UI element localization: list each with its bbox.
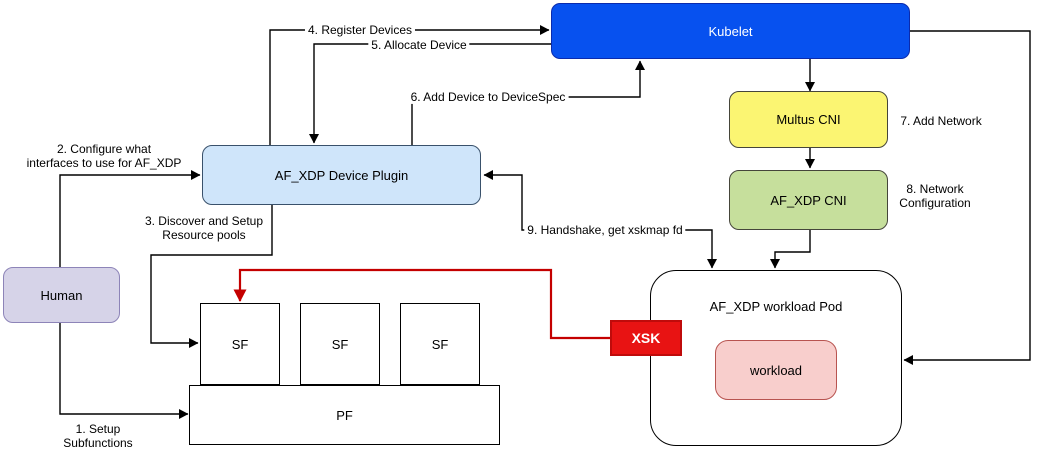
edge-label-step1: 1. Setup Subfunctions <box>60 421 136 449</box>
afxdp-cni-box: AF_XDP CNI <box>729 170 888 230</box>
xsk-label: XSK <box>631 330 661 346</box>
sf3-box: SF <box>400 303 480 385</box>
edge-setup-subfunctions <box>59 323 189 419</box>
edge-kubelet-to-pod <box>903 30 1031 365</box>
workload-label: workload <box>749 362 803 378</box>
edge-label-step7: 7. Add Network <box>897 113 985 129</box>
edge-label-step2: 2. Configure what interfaces to use for … <box>23 141 185 171</box>
edge-label-step8: 8. Network Configuration <box>896 181 974 211</box>
kubelet-label: Kubelet <box>708 23 753 39</box>
sf3-label: SF <box>431 336 449 352</box>
edge-afxdp-cni-to-pod <box>770 230 811 269</box>
edge-label-step9: 9. Handshake, get xskmap fd <box>524 222 686 238</box>
sf1-label: SF <box>231 336 249 352</box>
edge-label-step6: 6. Add Device to DeviceSpec <box>407 89 569 105</box>
edge-handshake-xskmap <box>483 170 717 269</box>
device-plugin-box: AF_XDP Device Plugin <box>202 145 481 205</box>
sf2-label: SF <box>331 336 349 352</box>
device-plugin-label: AF_XDP Device Plugin <box>274 167 409 183</box>
xsk-box: XSK <box>610 320 682 356</box>
human-label: Human <box>40 287 83 303</box>
edge-allocate-device <box>309 43 551 144</box>
workload-pod-label: AF_XDP workload Pod <box>709 299 843 314</box>
multus-cni-label: Multus CNI <box>776 112 841 127</box>
workload-box: workload <box>715 340 837 400</box>
edge-label-step3: 3. Discover and Setup Resource pools <box>141 213 267 243</box>
kubelet-box: Kubelet <box>551 3 910 59</box>
pf-box: PF <box>189 385 500 445</box>
edge-register-devices <box>269 25 550 145</box>
multus-cni-box: Multus CNI <box>729 91 888 148</box>
afxdp-cni-label: AF_XDP CNI <box>770 192 847 208</box>
edge-label-step5: 5. Allocate Device <box>368 37 470 53</box>
sf1-box: SF <box>200 303 280 385</box>
edge-discover-resource-pools <box>150 205 273 348</box>
edge-xsk-to-sf <box>233 268 610 340</box>
sf2-box: SF <box>300 303 380 385</box>
pf-label: PF <box>336 407 353 423</box>
edge-configure-interfaces <box>59 170 201 267</box>
edge-label-step4: 4. Register Devices <box>304 22 416 38</box>
human-box: Human <box>3 267 120 323</box>
